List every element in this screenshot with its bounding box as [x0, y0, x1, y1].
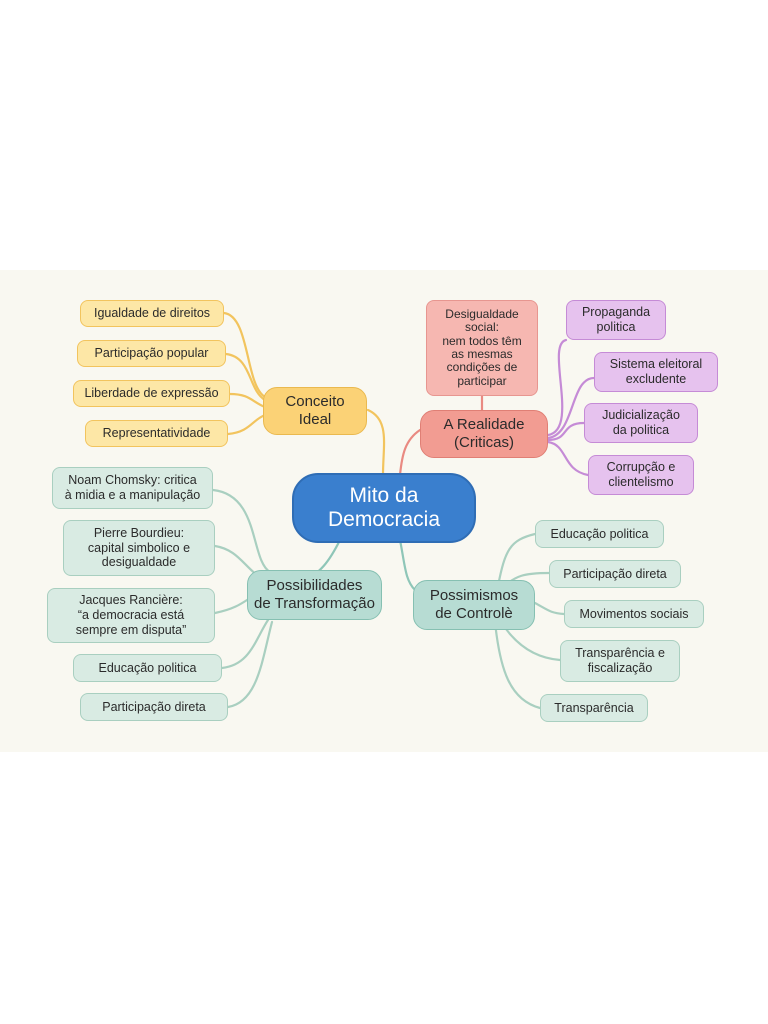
leaf-judicializacao-da-politica[interactable]: Judicialização da politica: [584, 403, 698, 443]
mind-map-canvas: Mito da Democracia Conceito Ideal Iguald…: [0, 270, 768, 752]
leaf-sistema-eleitoral-excludente[interactable]: Sistema eleitoral excludente: [594, 352, 718, 392]
leaf-liberdade-de-expressao[interactable]: Liberdade de expressão: [73, 380, 230, 407]
branch-possibilidades-de-transformacao[interactable]: Possibilidades de Transformação: [247, 570, 382, 620]
leaf-noam-chomsky[interactable]: Noam Chomsky: critica à midia e a manipu…: [52, 467, 213, 509]
leaf-representatividade[interactable]: Representatividade: [85, 420, 228, 447]
leaf-participacao-direta-right[interactable]: Participação direta: [549, 560, 681, 588]
leaf-educacao-politica-left[interactable]: Educação politica: [73, 654, 222, 682]
leaf-corrupcao-e-clientelismo[interactable]: Corrupção e clientelismo: [588, 455, 694, 495]
branch-a-realidade[interactable]: A Realidade (Criticas): [420, 410, 548, 458]
connector-lines: [211, 311, 596, 710]
branch-possimismos-de-controle[interactable]: Possimismos de Controlè: [413, 580, 535, 630]
leaf-participacao-popular[interactable]: Participação popular: [77, 340, 226, 367]
leaf-educacao-politica-right[interactable]: Educação politica: [535, 520, 664, 548]
leaf-participacao-direta-left[interactable]: Participação direta: [80, 693, 228, 721]
leaf-igualdade-de-direitos[interactable]: Igualdade de direitos: [80, 300, 224, 327]
leaf-transparencia[interactable]: Transparência: [540, 694, 648, 722]
link-root-possimismos: [398, 538, 417, 592]
leaf-movimentos-sociais[interactable]: Movimentos sociais: [564, 600, 704, 628]
leaf-jacques-ranciere[interactable]: Jacques Rancière: “a democracia está sem…: [47, 588, 215, 643]
link-root-conceito: [366, 408, 386, 477]
branch-conceito-ideal[interactable]: Conceito Ideal: [263, 387, 367, 435]
note-desigualdade-social[interactable]: Desigualdade social: nem todos têm as me…: [426, 300, 538, 396]
leaf-propaganda-politica[interactable]: Propaganda politica: [566, 300, 666, 340]
leaf-pierre-bourdieu[interactable]: Pierre Bourdieu: capital simbolico e des…: [63, 520, 215, 576]
root-node[interactable]: Mito da Democracia: [292, 473, 476, 543]
leaf-transparencia-e-fiscalizacao[interactable]: Transparência e fiscalização: [560, 640, 680, 682]
link-root-realidade: [398, 428, 422, 477]
